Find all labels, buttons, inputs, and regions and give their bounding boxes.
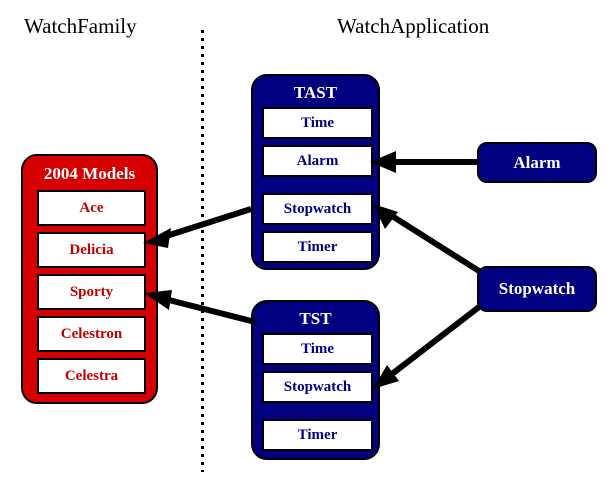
group-2004-models: 2004 Models Ace Delicia Sporty Celestron… (21, 154, 158, 404)
model-row-celestra[interactable]: Celestra (37, 358, 146, 394)
tst-row-stopwatch[interactable]: Stopwatch (262, 371, 373, 403)
group-tast-title: TAST (293, 83, 338, 102)
group-2004-models-title: 2004 Models (43, 164, 136, 183)
tast-row-stopwatch[interactable]: Stopwatch (262, 193, 373, 225)
tast-row-time[interactable]: Time (262, 107, 373, 139)
vertical-dotted-divider (201, 30, 204, 472)
arrow-tast-stopwatch-to-delicia (143, 206, 252, 248)
column-heading-watchapplication: WatchApplication (337, 14, 490, 38)
tast-row-alarm[interactable]: Alarm (262, 145, 373, 177)
tst-row-time[interactable]: Time (262, 333, 373, 365)
model-row-celestron[interactable]: Celestron (37, 316, 146, 352)
tst-row-timer[interactable]: Timer (262, 419, 373, 451)
group-tast: TAST Time Alarm Stopwatch Timer (251, 74, 380, 270)
group-tst-title: TST (299, 309, 332, 328)
model-row-delicia[interactable]: Delicia (37, 232, 146, 268)
arrow-tst-to-sporty (144, 290, 256, 325)
app-box-stopwatch[interactable]: Stopwatch (477, 266, 597, 312)
column-heading-watchfamily: WatchFamily (24, 14, 137, 38)
arrow-stopwatch-to-tst-stopwatch (373, 304, 481, 389)
arrow-alarm-to-tast-alarm (370, 151, 477, 173)
group-tst: TST Time Stopwatch Timer (251, 300, 380, 460)
model-row-ace[interactable]: Ace (37, 190, 146, 226)
app-box-alarm[interactable]: Alarm (477, 142, 597, 183)
tast-row-timer[interactable]: Timer (262, 231, 373, 263)
model-row-sporty[interactable]: Sporty (37, 274, 146, 310)
arrow-stopwatch-to-tast-stopwatch (373, 204, 481, 274)
